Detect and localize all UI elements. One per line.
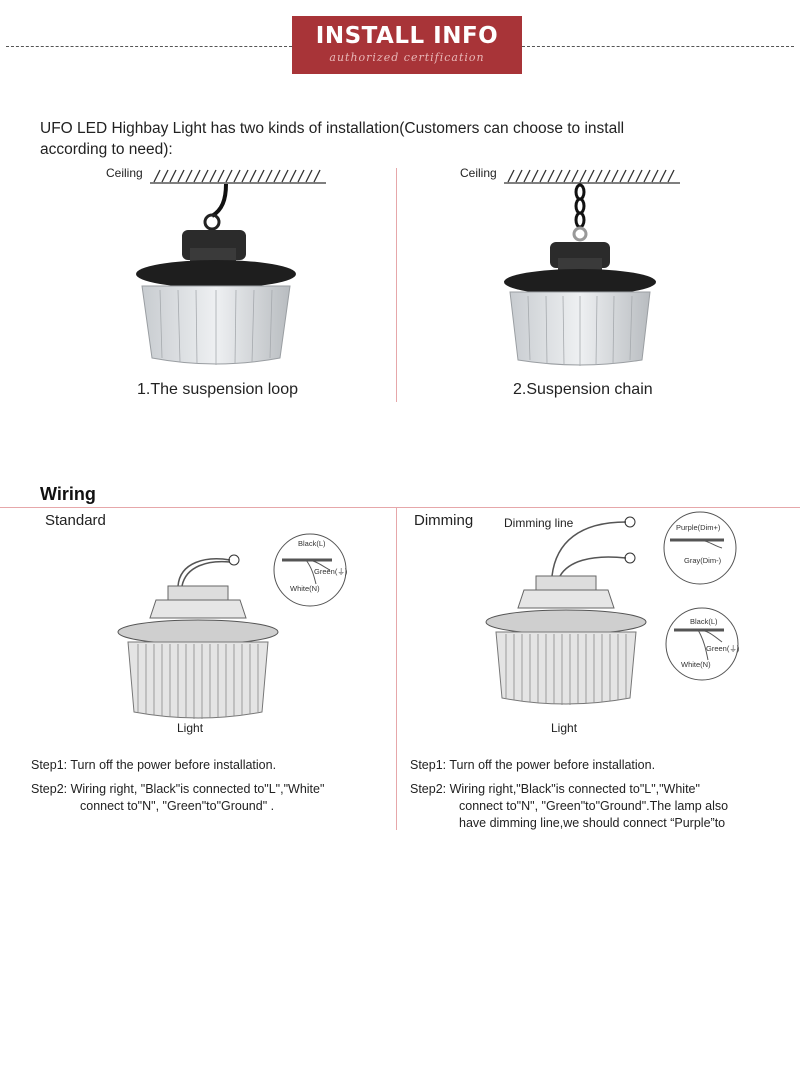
dimming-wire-black: Black(L)	[690, 617, 718, 626]
dimming-step-2-line-2: connect to"N", "Green"to"Ground".The lam…	[459, 799, 729, 813]
standard-label: Standard	[45, 512, 106, 529]
wiring-title: Wiring	[40, 484, 96, 504]
wiring-column-divider	[396, 508, 397, 830]
intro-line-2: according to need):	[40, 141, 173, 158]
ceiling-hatch-right	[504, 169, 680, 184]
dimming-wire-purple: Purple(Dim+)	[676, 523, 721, 532]
highbay-light-loop-image	[136, 183, 296, 365]
standard-wire-black: Black(L)	[298, 539, 326, 548]
ground-icon: ⏚)	[337, 567, 348, 576]
standard-wiring-light-image	[117, 554, 279, 719]
ceiling-hatch-left	[150, 169, 326, 184]
dimming-power-wire-detail-circle	[665, 607, 739, 681]
standard-wire-white: White(N)	[290, 584, 320, 593]
dimming-label: Dimming	[414, 512, 474, 529]
banner-title: INSTALL INFO	[315, 23, 499, 49]
header-dash-left	[6, 46, 292, 47]
highbay-light-chain-image	[504, 183, 656, 366]
standard-step-1: Step1: Turn off the power before install…	[31, 758, 277, 772]
header-dash-right	[522, 46, 794, 47]
standard-step-2-line-1: Step2: Wiring right, "Black"is connected…	[31, 782, 325, 796]
dimming-wire-detail-circle	[663, 511, 737, 585]
intro-text: UFO LED Highbay Light has two kinds of i…	[40, 118, 700, 160]
banner-subtitle: authorized certification	[329, 51, 485, 64]
ceiling-label-left: Ceiling	[106, 166, 143, 180]
ground-icon: ⏚)	[729, 644, 740, 653]
dimming-wire-gray: Gray(Dim-)	[684, 556, 722, 565]
option-1-caption: 1.The suspension loop	[137, 381, 298, 398]
intro-line-1: UFO LED Highbay Light has two kinds of i…	[40, 120, 625, 137]
install-info-banner: INSTALL INFO authorized certification	[292, 16, 522, 74]
dimming-line-label: Dimming line	[504, 516, 574, 530]
option-2-caption: 2.Suspension chain	[513, 381, 653, 398]
dimming-step-2-line-1: Step2: Wiring right,"Black"is connected …	[410, 782, 700, 796]
dimming-step-1: Step1: Turn off the power before install…	[410, 758, 656, 772]
standard-wire-detail-circle	[273, 533, 347, 607]
dimming-wire-green: Green(⏚)	[706, 644, 740, 653]
wiring-divider	[0, 507, 800, 508]
standard-step-2-line-2: connect to"N", "Green"to"Ground" .	[80, 799, 275, 813]
dimming-wire-white: White(N)	[681, 660, 711, 669]
dimming-light-label: Light	[551, 721, 578, 735]
standard-light-label: Light	[177, 721, 204, 735]
dimming-wiring-light-image	[485, 516, 647, 705]
ceiling-label-right: Ceiling	[460, 166, 497, 180]
dimming-step-2-line-3: have dimming line,we should connect “Pur…	[459, 816, 726, 830]
standard-wire-green: Green(⏚)	[314, 567, 348, 576]
install-divider	[396, 168, 397, 402]
